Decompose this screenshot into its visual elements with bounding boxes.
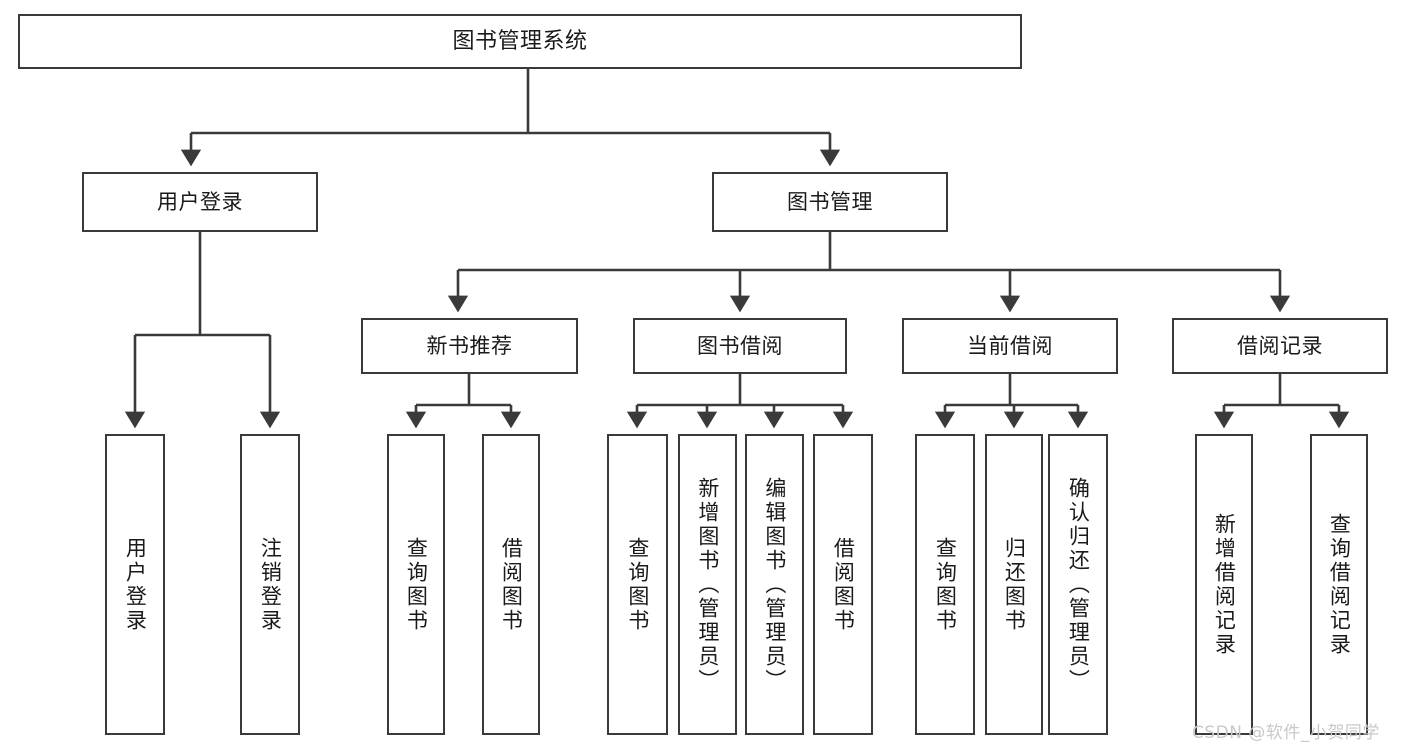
node-label: 新增图书（管理员） — [695, 476, 720, 693]
node-label: 查询图书 — [933, 536, 958, 633]
node-label: 用户登录 — [157, 189, 243, 214]
leaf-borrow-book-recommend[interactable]: 借阅图书 — [482, 434, 540, 735]
node-label: 查询图书 — [404, 536, 429, 633]
leaf-logout-login[interactable]: 注销登录 — [240, 434, 300, 735]
leaf-edit-book-admin[interactable]: 编辑图书（管理员） — [745, 434, 804, 735]
edges-new-book-group — [405, 374, 522, 429]
leaf-query-book-borrow[interactable]: 查询图书 — [607, 434, 668, 735]
node-label: 归还图书 — [1002, 536, 1027, 633]
node-label: 确认归还（管理员） — [1066, 476, 1091, 693]
node-label: 查询借阅记录 — [1327, 512, 1352, 657]
leaf-borrow-book[interactable]: 借阅图书 — [813, 434, 873, 735]
leaf-query-borrow-record[interactable]: 查询借阅记录 — [1310, 434, 1368, 735]
leaf-add-borrow-record[interactable]: 新增借阅记录 — [1195, 434, 1253, 735]
node-label: 注销登录 — [258, 536, 283, 633]
edges-borrow-group — [626, 374, 854, 429]
leaf-add-book-admin[interactable]: 新增图书（管理员） — [678, 434, 737, 735]
node-borrow-record[interactable]: 借阅记录 — [1172, 318, 1388, 374]
node-book-borrow[interactable]: 图书借阅 — [633, 318, 847, 374]
edges-borrow-record-group — [1213, 374, 1350, 429]
edges-user-login-group — [124, 232, 281, 429]
edges-book-manage-group — [447, 232, 1291, 313]
leaf-query-book-recommend[interactable]: 查询图书 — [387, 434, 445, 735]
leaf-query-book-current[interactable]: 查询图书 — [915, 434, 975, 735]
leaf-confirm-return-admin[interactable]: 确认归还（管理员） — [1048, 434, 1108, 735]
node-label: 用户登录 — [123, 536, 148, 633]
edges-current-borrow-group — [934, 374, 1089, 429]
leaf-user-login[interactable]: 用户登录 — [105, 434, 165, 735]
node-label: 编辑图书（管理员） — [762, 476, 787, 693]
node-root-system[interactable]: 图书管理系统 — [18, 14, 1022, 69]
node-current-borrow[interactable]: 当前借阅 — [902, 318, 1118, 374]
node-label: 当前借阅 — [967, 333, 1053, 358]
node-label: 图书管理 — [787, 189, 873, 214]
node-label: 借阅记录 — [1237, 333, 1323, 358]
node-label: 图书借阅 — [697, 333, 783, 358]
node-book-management[interactable]: 图书管理 — [712, 172, 948, 232]
node-user-login[interactable]: 用户登录 — [82, 172, 318, 232]
node-label: 查询图书 — [625, 536, 650, 633]
node-label: 新书推荐 — [426, 333, 513, 358]
node-label: 图书管理系统 — [452, 28, 588, 54]
node-new-book-recommend[interactable]: 新书推荐 — [361, 318, 578, 374]
node-label: 新增借阅记录 — [1212, 512, 1237, 657]
node-label: 借阅图书 — [831, 536, 856, 633]
edges-root-to-level1 — [180, 69, 841, 167]
leaf-return-book[interactable]: 归还图书 — [985, 434, 1043, 735]
node-label: 借阅图书 — [499, 536, 524, 633]
